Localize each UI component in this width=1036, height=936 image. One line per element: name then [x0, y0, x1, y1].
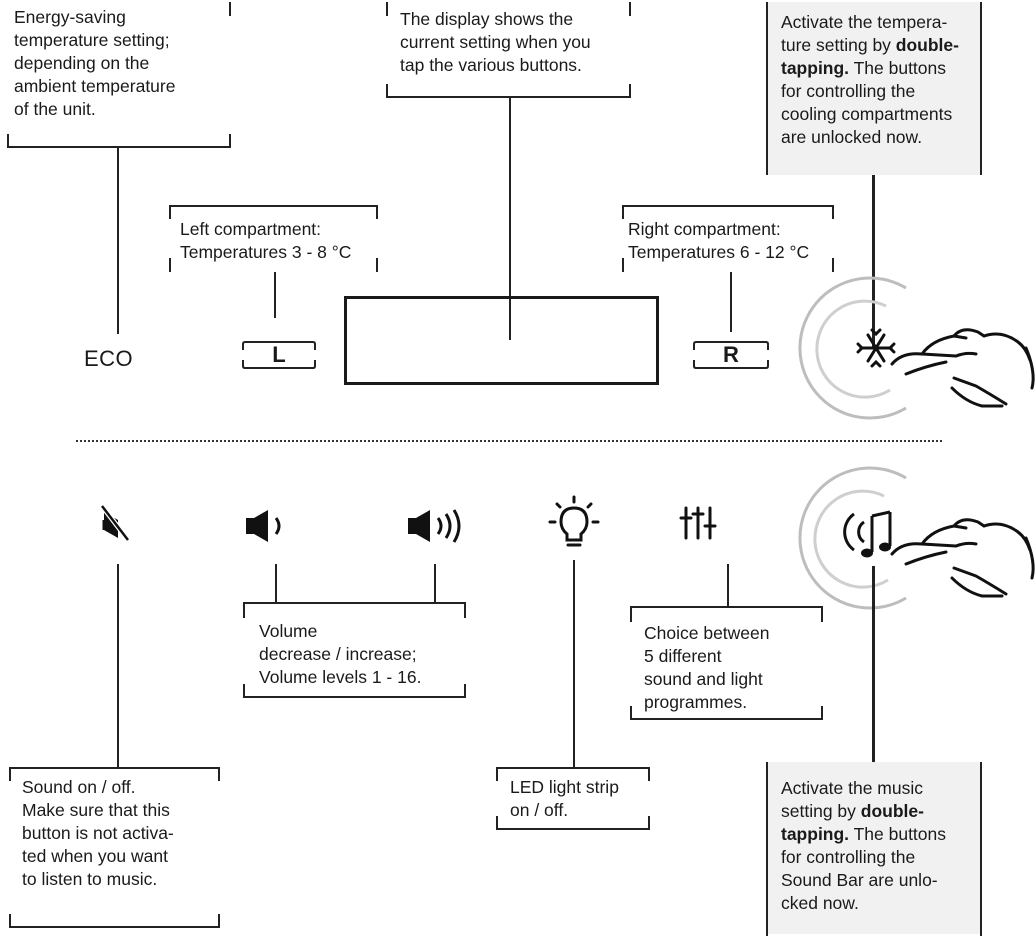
music-line: setting by	[781, 801, 861, 821]
music-line: cked now.	[781, 893, 859, 913]
temp-line: ture setting by	[781, 35, 896, 55]
tapping-hand-icon	[890, 328, 1035, 408]
led-leader-line	[573, 560, 575, 768]
volume-down-icon[interactable]	[242, 508, 292, 544]
eco-leader-line	[117, 148, 119, 334]
tap-wave	[857, 520, 865, 544]
tap-wave	[843, 512, 855, 552]
vol-up-leader	[434, 564, 436, 604]
left-leader-line	[274, 272, 276, 318]
temp-line: are unlocked now.	[781, 127, 923, 147]
sound-desc-line: Make sure that this	[22, 800, 170, 820]
right-comp-line: Right compartment:	[628, 219, 781, 239]
led-desc-line: on / off.	[510, 800, 569, 820]
music-line: Activate the music	[781, 778, 923, 798]
display-screen	[344, 296, 659, 385]
temp-line: The buttons	[849, 58, 947, 78]
choice-desc-line: Choice between	[644, 623, 770, 643]
led-desc-line: LED light strip	[510, 777, 619, 797]
choice-desc-line: programmes.	[644, 692, 748, 712]
eco-button[interactable]: ECO	[84, 346, 134, 371]
music-activate-leader	[872, 566, 875, 762]
sound-desc-line: button is not activa-	[22, 823, 174, 843]
section-divider	[76, 440, 942, 442]
choice-desc-line: 5 different	[644, 646, 722, 666]
left-comp-line: Left compartment:	[180, 219, 322, 239]
music-line: The buttons	[849, 824, 947, 844]
eco-desc-line: ambient temperature	[14, 76, 176, 96]
tapping-hand-icon	[890, 518, 1035, 598]
eco-description: Energy-saving temperature setting; depen…	[14, 6, 175, 121]
music-note-icon	[861, 510, 892, 558]
display-desc-line: tap the various buttons.	[400, 55, 582, 75]
sliders-leader-line	[727, 564, 729, 606]
volume-desc-line: decrease / increase;	[259, 644, 417, 664]
button-frame-icon	[693, 341, 769, 369]
temp-activate-leader	[872, 175, 875, 347]
music-tap-illustration[interactable]	[798, 466, 1036, 610]
sound-desc-line: to listen to music.	[22, 869, 158, 889]
music-line: Sound Bar are unlo-	[781, 870, 938, 890]
temp-line: for controlling the	[781, 81, 916, 101]
display-description: The display shows the current setting wh…	[400, 8, 591, 77]
vol-down-leader	[275, 564, 277, 604]
volume-desc-line: Volume	[259, 621, 318, 641]
temp-line: cooling compartments	[781, 104, 953, 124]
sliders-icon[interactable]	[678, 502, 718, 542]
eco-desc-line: temperature setting;	[14, 30, 170, 50]
button-frame-icon	[242, 341, 316, 369]
sound-desc-line: Sound on / off.	[22, 777, 136, 797]
left-compartment-button[interactable]: L	[241, 340, 317, 370]
eco-desc-line: depending on the	[14, 53, 150, 73]
tap-ring-inner	[815, 299, 891, 399]
light-bulb-icon[interactable]	[548, 495, 600, 550]
sound-description: Sound on / off. Make sure that this butt…	[22, 776, 174, 891]
temp-activate-text: Activate the tempera- ture setting by do…	[781, 11, 959, 149]
music-activate-text: Activate the music setting by double- ta…	[781, 777, 946, 915]
right-leader-line	[730, 272, 732, 332]
music-line-bold: tapping.	[781, 824, 850, 844]
display-desc-line: The display shows the	[400, 9, 574, 29]
left-button-label: L	[272, 342, 286, 367]
eco-desc-line: Energy-saving	[14, 7, 126, 27]
snowflake-tap-illustration[interactable]	[798, 276, 1036, 420]
temp-line-bold: double-	[895, 35, 959, 55]
tap-ring-outer	[798, 466, 907, 610]
music-line: for controlling the	[781, 847, 916, 867]
tap-ring-inner	[813, 489, 889, 589]
temp-line: Activate the tempera-	[781, 12, 948, 32]
right-compartment-button[interactable]: R	[692, 340, 770, 370]
eco-desc-line: of the unit.	[14, 99, 96, 119]
display-desc-line: current setting when you	[400, 32, 591, 52]
mute-leader-line	[117, 564, 119, 768]
snowflake-icon	[856, 328, 896, 368]
speaker-mute-icon[interactable]	[98, 504, 138, 544]
choice-desc-line: sound and light	[644, 669, 763, 689]
volume-desc-line: Volume levels 1 - 16.	[259, 667, 422, 687]
left-compartment-description: Left compartment: Temperatures 3 - 8 °C	[180, 218, 351, 264]
left-comp-line: Temperatures 3 - 8 °C	[180, 242, 352, 262]
music-line-bold: double-	[860, 801, 924, 821]
right-comp-line: Temperatures 6 - 12 °C	[628, 242, 810, 262]
music-activate-box	[766, 762, 982, 934]
temp-line-bold: tapping.	[781, 58, 850, 78]
right-button-label: R	[723, 342, 739, 367]
volume-description: Volume decrease / increase; Volume level…	[259, 620, 421, 689]
right-compartment-description: Right compartment: Temperatures 6 - 12 °…	[628, 218, 809, 264]
display-leader-line	[509, 98, 511, 340]
temp-activate-box	[766, 2, 982, 175]
choice-description: Choice between 5 different sound and lig…	[644, 622, 770, 714]
sound-desc-line: ted when you want	[22, 846, 168, 866]
volume-up-icon[interactable]	[404, 508, 464, 544]
tap-ring-outer	[798, 276, 907, 420]
led-description: LED light strip on / off.	[510, 776, 619, 822]
